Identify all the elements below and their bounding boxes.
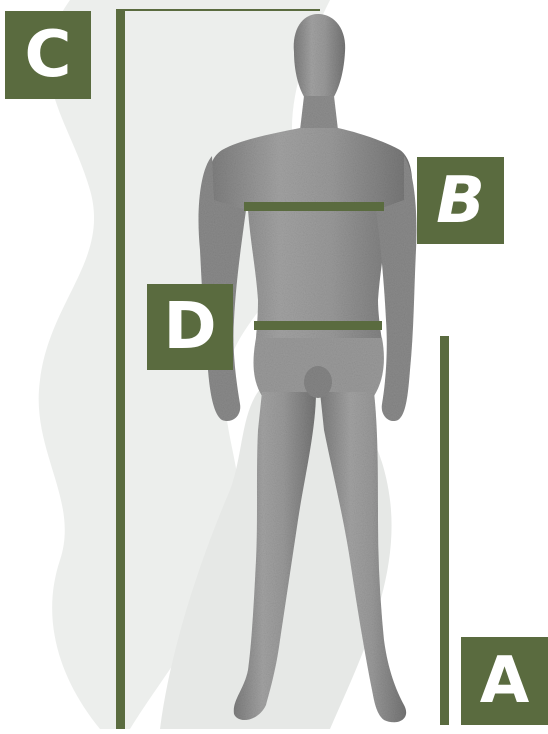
measure-line-d <box>254 321 382 330</box>
label-b-text: B <box>436 169 485 233</box>
measure-tick-c-top <box>116 9 320 11</box>
measure-line-a <box>440 336 449 725</box>
label-a-text: A <box>480 649 530 713</box>
label-c: C <box>5 11 91 99</box>
label-b: B <box>417 157 504 244</box>
label-a: A <box>461 637 548 725</box>
label-d: D <box>147 284 233 370</box>
label-d-text: D <box>163 295 216 359</box>
measure-line-b <box>244 202 384 211</box>
label-c-text: C <box>25 23 72 87</box>
measure-line-c <box>116 10 125 729</box>
